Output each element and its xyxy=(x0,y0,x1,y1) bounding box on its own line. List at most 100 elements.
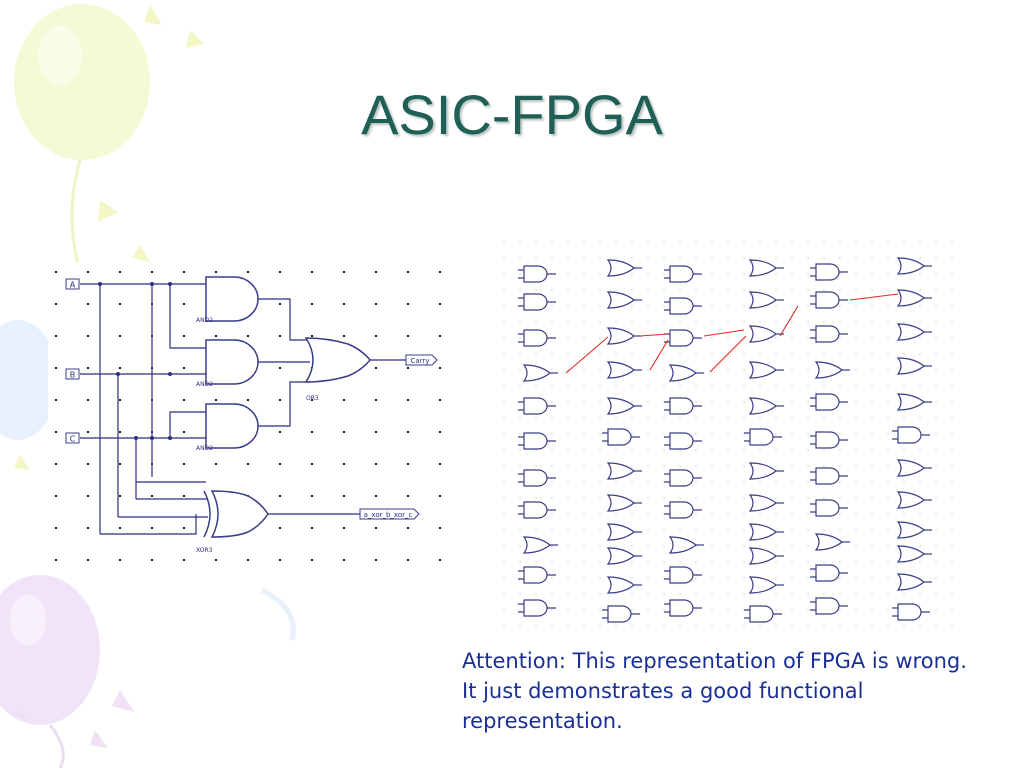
grid-dot xyxy=(631,593,633,595)
grid-dot xyxy=(935,385,937,387)
grid-dot xyxy=(711,577,713,579)
grid-dot xyxy=(567,289,569,291)
grid-dot xyxy=(695,401,697,403)
fpga-and-gate xyxy=(810,431,848,449)
grid-dot xyxy=(118,398,122,402)
grid-dot xyxy=(823,353,825,355)
grid-dot xyxy=(935,337,937,339)
grid-dot xyxy=(647,273,649,275)
grid-dot xyxy=(599,353,601,355)
grid-dot xyxy=(374,462,378,466)
grid-dot xyxy=(86,526,90,530)
grid-dot xyxy=(807,449,809,451)
grid-dot xyxy=(727,561,729,563)
grid-dot xyxy=(503,609,505,611)
fpga-and-gate xyxy=(664,566,702,584)
grid-dot xyxy=(807,593,809,595)
grid-dot xyxy=(855,609,857,611)
grid-dot xyxy=(374,302,378,306)
grid-dot xyxy=(567,513,569,515)
grid-dot xyxy=(278,302,282,306)
grid-dot xyxy=(839,609,841,611)
grid-dot xyxy=(342,302,346,306)
grid-dot xyxy=(374,366,378,370)
grid-dot xyxy=(599,593,601,595)
fpga-or-gate xyxy=(814,361,850,379)
grid-dot xyxy=(743,545,745,547)
fpga-or-gate xyxy=(748,325,784,343)
grid-dot xyxy=(887,257,889,259)
grid-dot xyxy=(647,257,649,259)
grid-dot xyxy=(631,417,633,419)
grid-dot xyxy=(887,289,889,291)
grid-dot xyxy=(951,289,953,291)
grid-dot xyxy=(54,526,58,530)
grid-dot xyxy=(615,289,617,291)
grid-dot xyxy=(791,513,793,515)
grid-dot xyxy=(567,577,569,579)
grid-dot xyxy=(839,241,841,243)
grid-dot xyxy=(839,513,841,515)
grid-dot xyxy=(519,449,521,451)
grid-dot xyxy=(871,273,873,275)
grid-dot xyxy=(342,462,346,466)
grid-dot xyxy=(647,417,649,419)
grid-dot xyxy=(839,561,841,563)
grid-dot xyxy=(663,369,665,371)
grid-dot xyxy=(727,385,729,387)
grid-dot xyxy=(871,529,873,531)
fpga-or-gate xyxy=(896,393,932,411)
grid-dot xyxy=(695,353,697,355)
grid-dot xyxy=(86,494,90,498)
grid-dot xyxy=(775,577,777,579)
fpga-or-gate xyxy=(748,494,784,512)
svg-text:a_xor_b_xor_c: a_xor_b_xor_c xyxy=(364,511,413,519)
grid-dot xyxy=(791,465,793,467)
grid-dot xyxy=(631,385,633,387)
fpga-and-gate xyxy=(664,432,702,450)
grid-dot xyxy=(823,625,825,627)
grid-dot xyxy=(919,513,921,515)
grid-dot xyxy=(679,497,681,499)
grid-dot xyxy=(214,270,218,274)
grid-dot xyxy=(887,385,889,387)
grid-dot xyxy=(583,305,585,307)
grid-dot xyxy=(503,241,505,243)
grid-dot xyxy=(695,481,697,483)
grid-dot xyxy=(583,513,585,515)
grid-dot xyxy=(887,241,889,243)
grid-dot xyxy=(567,465,569,467)
grid-dot xyxy=(887,337,889,339)
grid-dot xyxy=(647,561,649,563)
grid-dot xyxy=(695,561,697,563)
grid-dot xyxy=(54,398,58,402)
grid-dot xyxy=(551,465,553,467)
grid-dot xyxy=(711,417,713,419)
grid-dot xyxy=(86,558,90,562)
grid-dot xyxy=(599,289,601,291)
grid-dot xyxy=(807,305,809,307)
grid-dot xyxy=(583,529,585,531)
grid-dot xyxy=(887,401,889,403)
fpga-or-gate xyxy=(748,547,784,565)
grid-dot xyxy=(567,593,569,595)
or-gate xyxy=(304,337,371,383)
grid-dot xyxy=(663,625,665,627)
grid-dot xyxy=(935,577,937,579)
grid-dot xyxy=(631,577,633,579)
grid-dot xyxy=(438,526,442,530)
grid-dot xyxy=(519,609,521,611)
fpga-and-gate xyxy=(664,599,702,617)
grid-dot xyxy=(775,545,777,547)
grid-dot xyxy=(935,289,937,291)
grid-dot xyxy=(583,497,585,499)
grid-dot xyxy=(855,273,857,275)
grid-dot xyxy=(695,257,697,259)
grid-dot xyxy=(727,529,729,531)
grid-dot xyxy=(951,561,953,563)
grid-dot xyxy=(551,481,553,483)
grid-dot xyxy=(647,625,649,627)
grid-dot xyxy=(647,433,649,435)
fpga-and-gate xyxy=(602,428,640,446)
grid-dot xyxy=(567,417,569,419)
